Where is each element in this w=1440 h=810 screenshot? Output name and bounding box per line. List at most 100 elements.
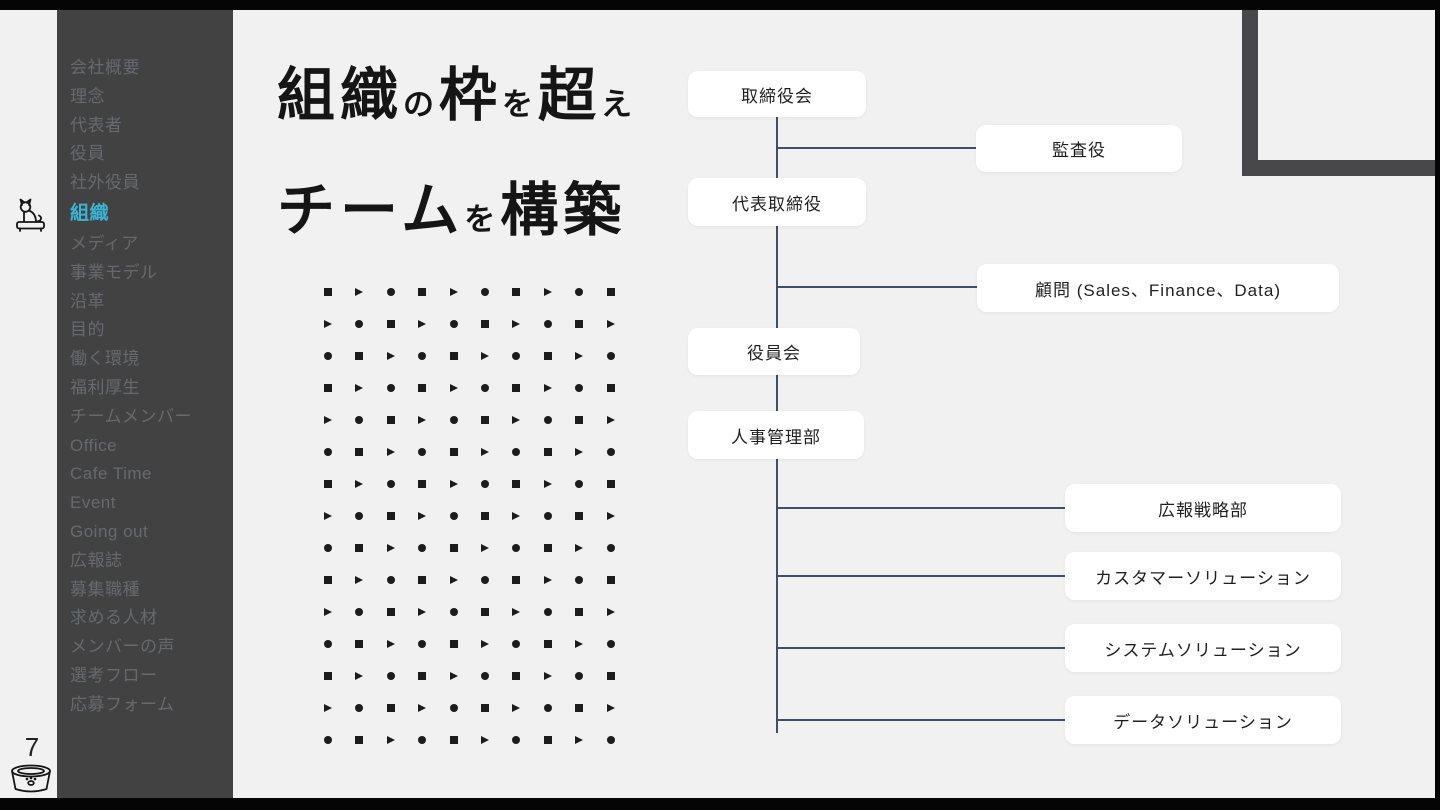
dot-shape [418,576,449,608]
dot-shape [512,736,543,768]
dot-shape [449,672,481,704]
sidebar-item[interactable]: メディア [70,233,139,253]
dot-pattern [324,288,638,768]
dot-shape [543,608,575,640]
dot-shape [324,384,355,416]
sidebar-item-active[interactable]: 組織 [70,202,110,224]
dot-shape [480,672,512,704]
sidebar-item[interactable]: 事業モデル [70,262,158,282]
dot-shape [606,576,638,608]
dot-shape [324,512,355,544]
dot-shape [418,320,449,352]
sidebar-item[interactable]: 代表者 [70,115,123,135]
sidebar-nav: 会社概要理念代表者役員社外役員組織メディア事業モデル沿革目的働く環境福利厚生チー… [57,10,233,720]
dot-shape [480,544,512,576]
right-black-edge [1435,0,1440,810]
sidebar-item[interactable]: 福利厚生 [70,377,140,397]
sidebar-item[interactable]: 募集職種 [70,579,140,599]
dot-shape [449,640,481,672]
dot-shape [355,320,386,352]
sidebar-item[interactable]: 広報誌 [70,550,123,570]
dot-shape [355,288,386,320]
dot-shape [575,544,606,576]
sidebar-item[interactable]: 目的 [70,320,105,340]
sidebar-item[interactable]: Event [70,493,116,513]
dot-shape [543,416,575,448]
title-line-1: 組織の枠を超え [277,60,637,133]
dot-shape [512,416,543,448]
org-node-pr-strategy: 広報戦略部 [1065,484,1341,532]
dot-shape [543,352,575,384]
sidebar-item[interactable]: メンバーの声 [70,637,175,657]
title-segment: チーム [277,177,465,243]
dot-shape [512,320,543,352]
dot-shape [418,384,449,416]
dot-shape [480,576,512,608]
sidebar-item[interactable]: 会社概要 [70,58,140,77]
dot-shape [512,576,543,608]
sidebar-item[interactable]: Cafe Time [70,464,152,484]
dot-shape [512,640,543,672]
sidebar-item[interactable]: Going out [70,521,149,541]
dot-shape [386,416,418,448]
sidebar-item[interactable]: 役員 [70,144,105,164]
dot-shape [543,544,575,576]
dot-shape [418,608,449,640]
dot-shape [418,544,449,576]
dot-shape [386,576,418,608]
sidebar-item[interactable]: 社外役員 [70,173,140,193]
dot-shape [606,736,638,768]
dot-shape [575,384,606,416]
org-node-data-solution: データソリューション [1065,696,1341,744]
dot-shape [418,288,449,320]
dot-shape [480,736,512,768]
dot-shape [386,704,418,736]
org-node-customer-solution: カスタマーソリューション [1065,552,1341,600]
dot-shape [355,384,386,416]
dot-shape [449,352,481,384]
dot-shape [324,704,355,736]
dot-shape [449,480,481,512]
dot-shape [449,384,481,416]
dot-shape [355,736,386,768]
dot-shape [418,480,449,512]
dot-shape [449,704,481,736]
dot-shape [512,352,543,384]
dot-shape [512,544,543,576]
dot-shape [543,320,575,352]
dot-shape [606,288,638,320]
title-line-2: チームを構築 [277,175,637,248]
dot-shape [355,512,386,544]
dot-shape [418,704,449,736]
dot-shape [449,320,481,352]
dot-shape [324,576,355,608]
dot-shape [324,416,355,448]
dot-shape [575,448,606,480]
dot-shape [480,352,512,384]
dot-shape [355,640,386,672]
dot-shape [606,512,638,544]
dot-shape [480,608,512,640]
sidebar-item[interactable]: 応募フォーム [70,694,175,714]
dot-shape [480,288,512,320]
dot-shape [606,544,638,576]
title-segment: を [464,201,501,237]
dot-shape [480,640,512,672]
sidebar-item[interactable]: 働く環境 [70,349,140,369]
sidebar-item[interactable]: 求める人材 [70,608,158,628]
dot-shape [575,288,606,320]
sidebar-item[interactable]: 沿革 [70,291,105,311]
sidebar-item[interactable]: 選考フロー [70,665,158,685]
sidebar-item[interactable]: 理念 [70,86,105,106]
sidebar-item[interactable]: チームメンバー [70,406,192,426]
dot-shape [543,672,575,704]
title-segment: を [502,87,539,122]
dot-shape [480,512,512,544]
sidebar-item[interactable]: Office [70,435,118,455]
dot-shape [606,352,638,384]
dot-shape [386,608,418,640]
org-node-system-solution: システムソリューション [1065,624,1341,672]
dot-shape [512,384,543,416]
org-node-auditor: 監査役 [976,125,1182,172]
dot-shape [512,480,543,512]
